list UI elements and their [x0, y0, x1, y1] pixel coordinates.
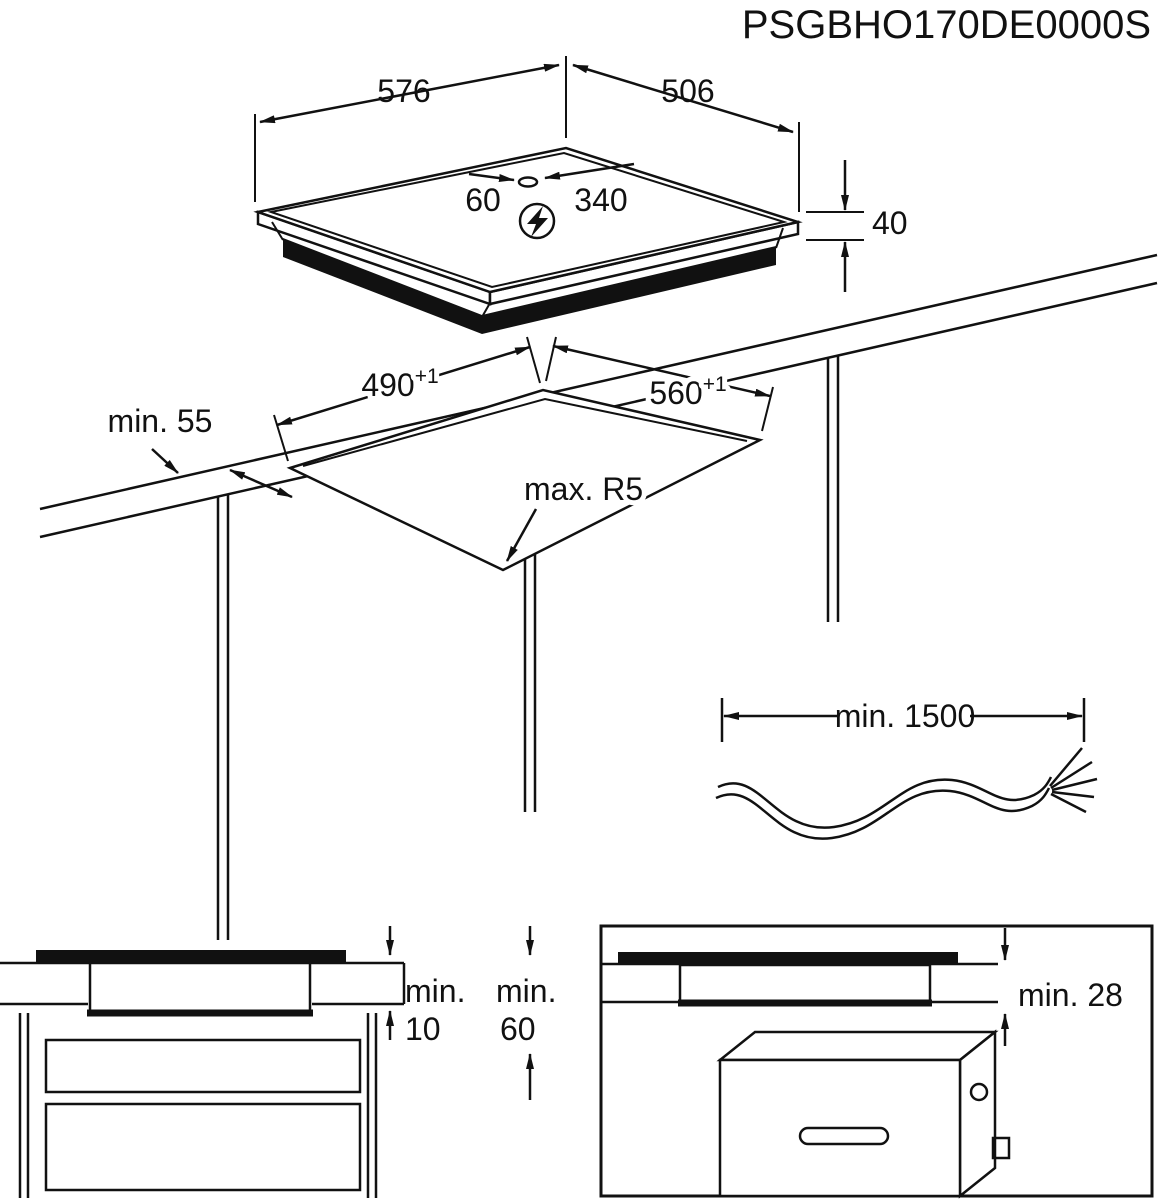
cutout-width-label: 560+1 [649, 373, 726, 411]
drawer-lower [44, 1102, 362, 1192]
hob-body-band-left [283, 238, 482, 334]
edge-clearance-arrow [229, 468, 293, 499]
witness-line [761, 386, 774, 432]
oven-handle [798, 1126, 890, 1146]
witness-line [545, 336, 557, 382]
gap2-prefix-label: min. [496, 973, 556, 1009]
gap1-value-label: 10 [405, 1011, 441, 1047]
hob-body-edge [775, 227, 784, 249]
worktop-leg-left [216, 494, 230, 940]
span-arrow [544, 162, 635, 180]
hob-body-edge [271, 221, 284, 241]
cutout-depth-label: 490+1 [361, 365, 438, 403]
drawer-upper [44, 1038, 362, 1094]
connection-point [517, 176, 539, 188]
offset-arrow [468, 172, 515, 182]
gap2-value-label: 60 [500, 1011, 536, 1047]
gap1-prefix-label: min. [405, 973, 465, 1009]
oven-front [718, 1058, 962, 1198]
corner-radius-label: max. R5 [524, 471, 643, 507]
lightning-bolt-icon [527, 206, 548, 237]
cutout-inner-wall [302, 397, 748, 467]
hob-depth-label: 506 [661, 73, 714, 109]
hob-body-section [678, 963, 932, 1005]
hob-isometric: 60 340 576 506 40 [253, 56, 908, 334]
hob-glass-section [618, 952, 958, 965]
depth-arrow [572, 63, 794, 134]
cutout-depth-arrow [276, 345, 531, 427]
oven-knob [969, 1082, 989, 1102]
hob-glass-section [36, 950, 346, 963]
cable-wire-ends [1049, 747, 1098, 814]
cutout-width-arrow [552, 344, 771, 398]
center-span-label: 340 [574, 182, 627, 218]
cable-length: min. 1500 [715, 698, 1098, 840]
cabinet-sides [18, 1013, 378, 1198]
hob-body-band-right [482, 246, 776, 334]
oven [716, 1029, 1011, 1199]
witness-line [526, 336, 541, 384]
oven-top [716, 1030, 999, 1062]
edge-clearance-leader [151, 448, 179, 474]
product-code: PSGBHO170DE0000S [742, 3, 1151, 47]
hob-height-label: 40 [872, 205, 908, 241]
cable-length-label: min. 1500 [835, 698, 976, 734]
hob-width-label: 576 [377, 73, 430, 109]
worktop-leg-right [826, 356, 840, 622]
hob-glass-rim [267, 151, 788, 289]
cutout: 490+1 560+1 min. 55 max. R5 [108, 336, 774, 572]
oven-latch [991, 1136, 1011, 1160]
hob-body-section [88, 961, 312, 1015]
side-view-drawer: min. 10 min. 60 [0, 926, 556, 1198]
power-cable [715, 747, 1098, 840]
side-view-oven-panel: min. 28 [599, 924, 1154, 1199]
oven-side [958, 1029, 997, 1199]
width-arrow [259, 63, 560, 124]
electric-connection-icon [518, 202, 556, 240]
edge-clearance-label: min. 55 [108, 403, 213, 439]
center-offset-label: 60 [465, 182, 501, 218]
corner-radius-leader [505, 508, 538, 562]
hob-body-edge [481, 302, 491, 318]
oven-gap-label: min. 28 [1018, 977, 1123, 1013]
